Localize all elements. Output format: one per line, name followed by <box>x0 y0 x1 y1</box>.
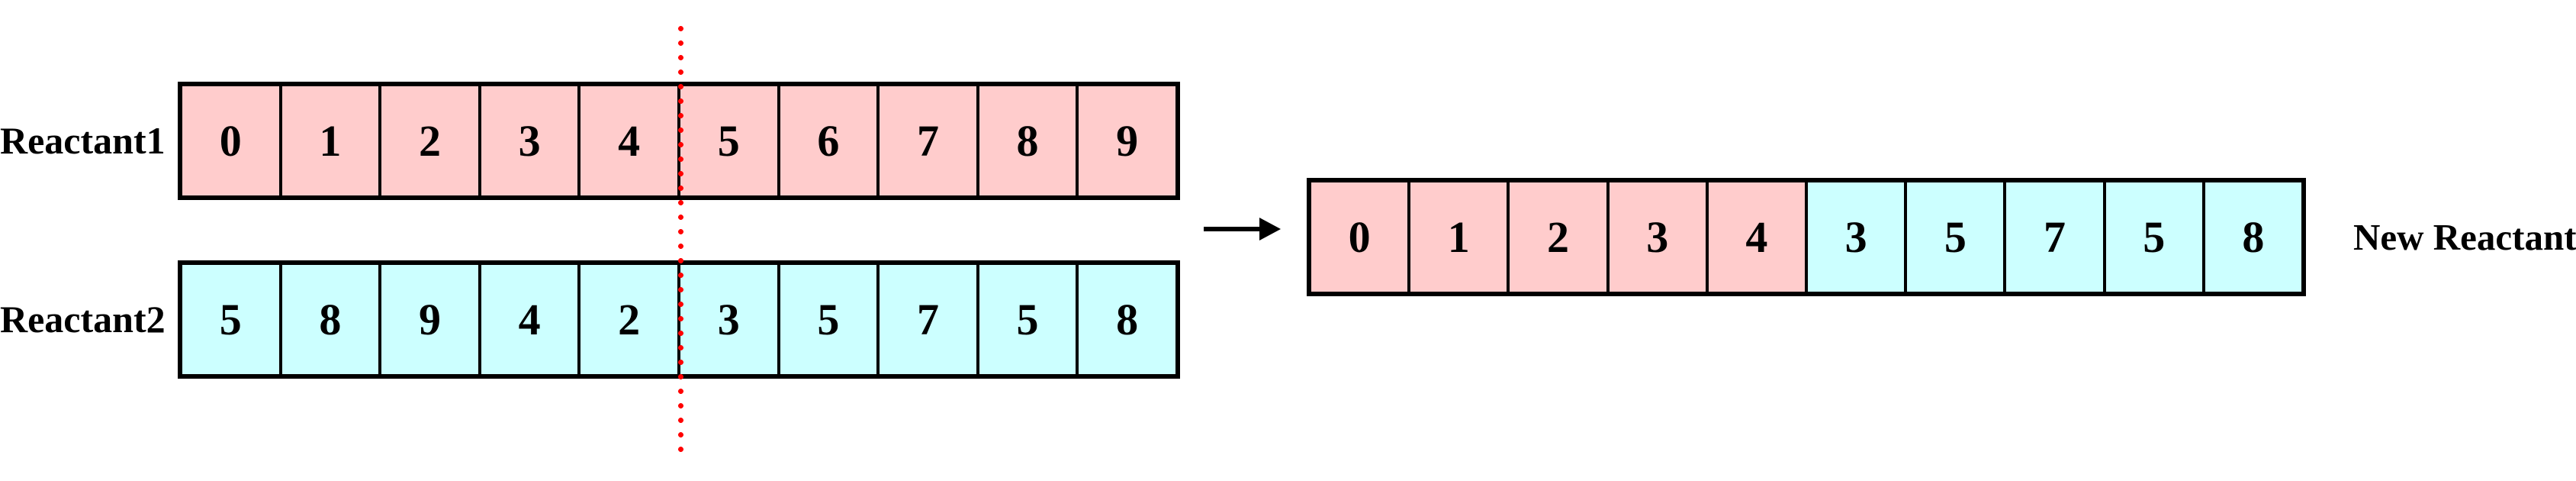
gene-cell: 3 <box>677 265 777 374</box>
gene-cell: 4 <box>478 265 578 374</box>
gene-cell: 1 <box>1407 182 1507 292</box>
gene-cell: 9 <box>378 265 478 374</box>
gene-cell: 3 <box>478 86 578 195</box>
gene-cell: 2 <box>378 86 478 195</box>
reactant2-label: Reactant2 <box>0 298 166 341</box>
gene-cell: 8 <box>2201 182 2302 292</box>
new-reactant-label: New Reactant <box>2353 216 2576 258</box>
gene-cell: 0 <box>1311 182 1408 292</box>
gene-cell: 6 <box>777 86 877 195</box>
gene-cell: 7 <box>876 86 976 195</box>
gene-cell: 3 <box>1606 182 1706 292</box>
gene-cell: 8 <box>278 265 379 374</box>
gene-cell: 5 <box>976 265 1076 374</box>
gene-cell: 1 <box>278 86 379 195</box>
gene-cell: 9 <box>1076 86 1175 195</box>
gene-cell: 3 <box>1805 182 1905 292</box>
right-arrow-icon <box>1204 218 1281 240</box>
gene-cell: 4 <box>577 86 677 195</box>
gene-cell: 7 <box>876 265 976 374</box>
gene-cell: 2 <box>1507 182 1606 292</box>
gene-cell: 5 <box>677 86 777 195</box>
arrow-head <box>1259 218 1281 240</box>
gene-cell: 5 <box>777 265 877 374</box>
gene-cell: 2 <box>577 265 677 374</box>
crossover-dotted-line-icon <box>677 21 684 454</box>
reactant1-label: Reactant1 <box>0 119 166 162</box>
gene-cell: 0 <box>182 86 279 195</box>
gene-cell: 8 <box>1076 265 1175 374</box>
gene-cell: 5 <box>1904 182 2004 292</box>
gene-cell: 5 <box>182 265 279 374</box>
gene-cell: 7 <box>2003 182 2103 292</box>
gene-cell: 5 <box>2102 182 2202 292</box>
gene-cell: 8 <box>976 86 1076 195</box>
gene-cell: 4 <box>1705 182 1806 292</box>
arrow-shaft <box>1204 227 1263 231</box>
